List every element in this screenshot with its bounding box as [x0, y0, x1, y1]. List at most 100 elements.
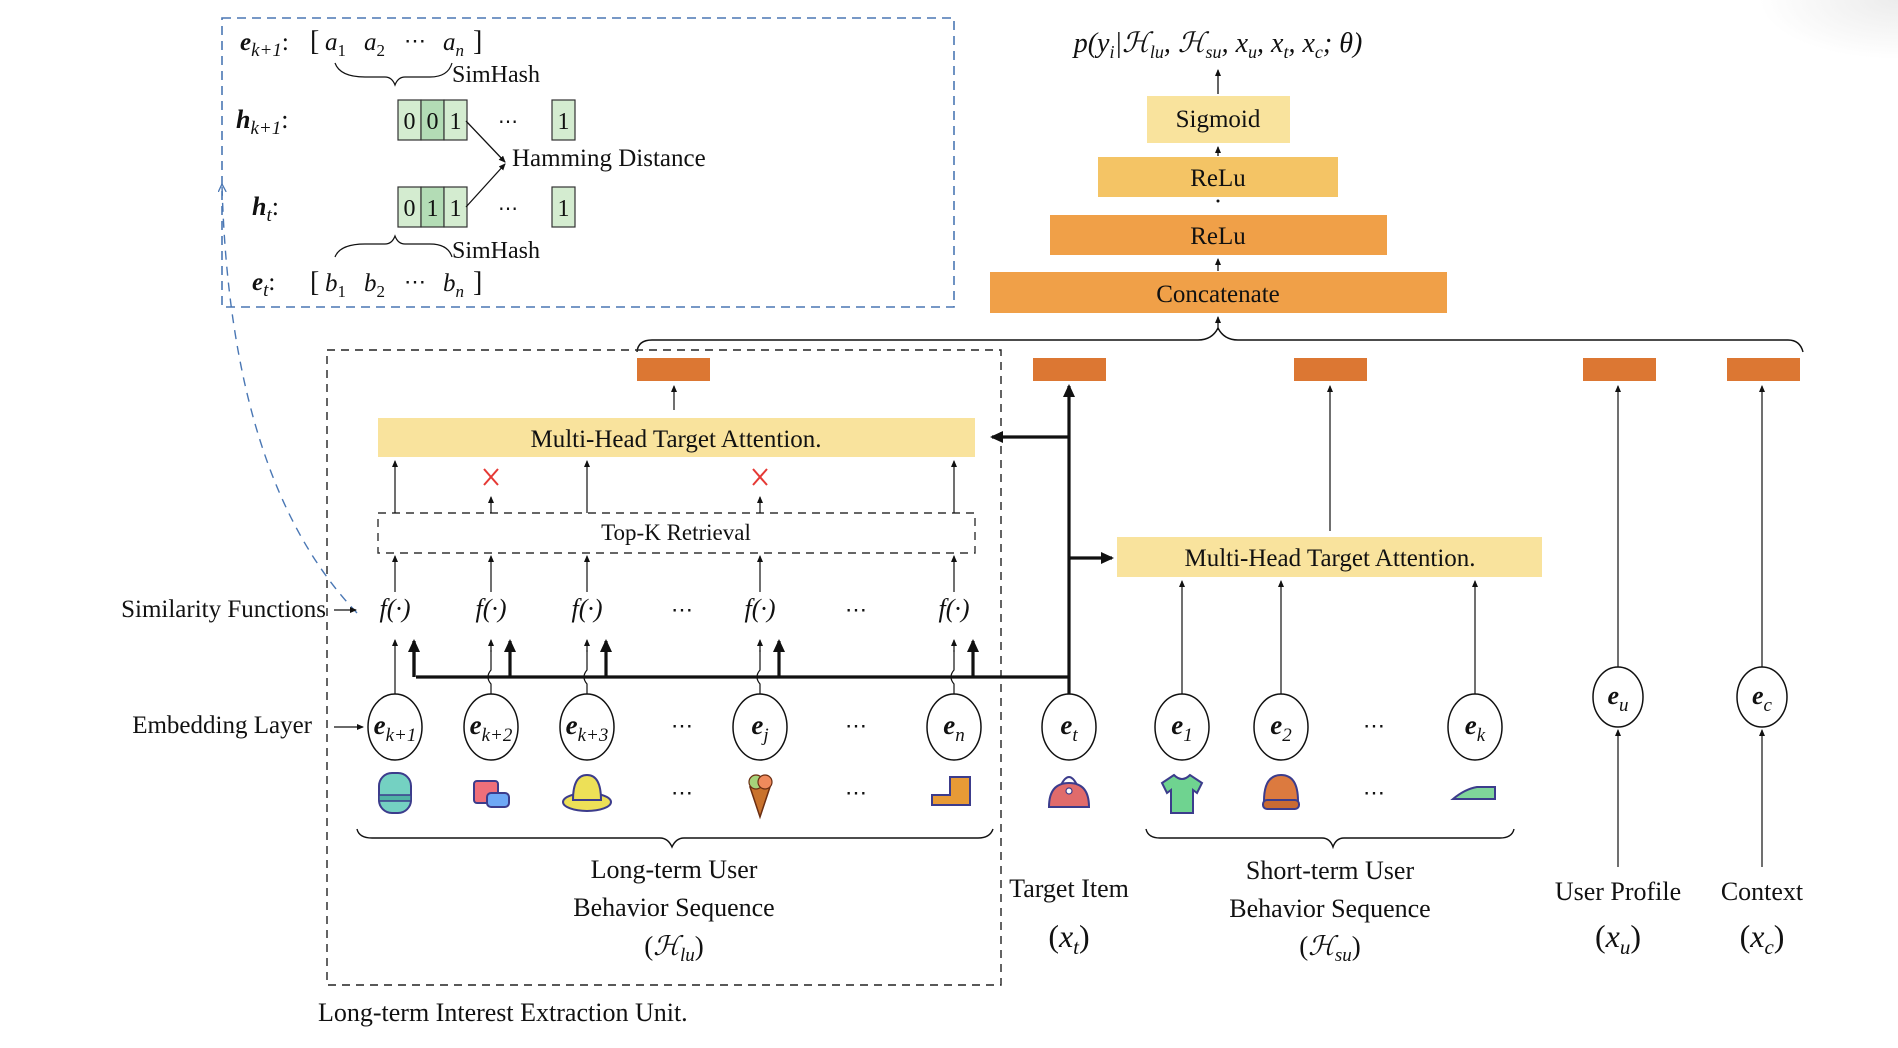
concatenate-label: Concatenate	[1156, 281, 1280, 308]
row-label-h-k1: hk+1:	[236, 105, 288, 139]
short-term-attention-label: Multi-Head Target Attention.	[1184, 545, 1475, 572]
blocked-cross-icon	[752, 468, 768, 486]
hamming-distance-label: Hamming Distance	[512, 145, 706, 172]
hop-connector	[756, 650, 761, 694]
hash-bit-value: 1	[427, 196, 439, 222]
ellipsis: ⋯	[1363, 713, 1385, 738]
vector-a-item-n: an	[443, 29, 464, 60]
embedding-node-label: ek+2	[470, 710, 513, 746]
target-embedding-node	[1041, 693, 1097, 761]
user-profile-embedding-bar	[1583, 358, 1656, 381]
context-embedding-label: ec	[1752, 681, 1773, 716]
sneaker-icon	[1450, 786, 1496, 800]
target-embedding-bar	[1033, 358, 1106, 381]
vector-b-ellipsis: ⋯	[404, 269, 426, 294]
vector-a-item-2: a2	[364, 29, 385, 60]
topk-retrieval-block	[377, 512, 976, 554]
short-term-embedding-label: e2	[1270, 710, 1292, 746]
hash-bit-value: 0	[404, 109, 416, 135]
row-label-h-t: ht:	[252, 192, 279, 226]
hash-link-curve	[222, 185, 358, 614]
similarity-function: f(·)	[571, 594, 602, 623]
hash-bit-value: 0	[404, 196, 416, 222]
similarity-function: f(·)	[379, 594, 410, 623]
hash-bit-value: 1	[450, 109, 462, 135]
boot-icon	[931, 776, 971, 806]
ellipsis: ⋯	[671, 780, 693, 805]
hop-connector	[487, 650, 492, 694]
hash-bit-value: 1	[450, 196, 462, 222]
ellipsis: ⋯	[671, 713, 693, 738]
long-term-columns: f(·)ek+1f(·)ek+2f(·)ek+3f(·)ejf(·)en⋯⋯⋯⋯…	[367, 460, 982, 805]
vector-b-item-n: bn	[443, 270, 464, 301]
short-term-embedding-label: e1	[1171, 710, 1192, 746]
user-profile-embedding-label: eu	[1607, 681, 1628, 716]
long-term-embedding-bar	[637, 358, 710, 381]
long-term-sequence-label-1: Long-term User	[591, 855, 758, 884]
vector-b-item-2: b2	[364, 270, 385, 301]
long-term-unit-border	[326, 349, 1002, 986]
ellipsis: ⋯	[845, 597, 867, 622]
row-label-e-t: et:	[252, 269, 275, 301]
cap-icon	[1262, 773, 1300, 802]
vector-a-item-1: a1	[325, 29, 346, 60]
short-term-embedding-bar	[1294, 358, 1367, 381]
target-item-symbol: (xt)	[1048, 918, 1089, 959]
vector-a: [ a1 a2 ⋯ an ]	[310, 26, 482, 60]
sigmoid-label: Sigmoid	[1176, 106, 1261, 133]
hash-bit-cell	[443, 186, 468, 228]
handbag-icon	[1047, 781, 1091, 808]
short-term-sequence-label-1: Short-term User	[1246, 856, 1415, 885]
backpack-icon	[378, 772, 412, 814]
handbag-icon-handle	[1060, 776, 1078, 786]
context-embedding-bar	[1727, 358, 1800, 381]
embedding-node-label: ej	[751, 710, 768, 746]
similarity-function: f(·)	[475, 594, 506, 623]
context-symbol: (xc)	[1740, 918, 1785, 959]
similarity-function: f(·)	[938, 594, 969, 623]
ellipsis: ⋯	[1363, 780, 1385, 805]
hash-bit-cell	[443, 99, 468, 141]
target-embedding-label: et	[1060, 710, 1078, 746]
hash-bit-cell	[551, 186, 576, 228]
bits-ellipsis: ⋯	[498, 198, 518, 220]
ice-cream-icon-scoop	[757, 774, 773, 790]
hash-bit-value: 0	[427, 109, 439, 135]
hamming-arrow-top	[465, 120, 506, 163]
relu-layer-bottom	[1050, 215, 1387, 255]
relu-connector-dot	[1216, 199, 1220, 203]
backpack-icon-strap	[378, 794, 412, 802]
embedding-output-bars	[637, 358, 1800, 381]
short-term-sequence-label-2: Behavior Sequence	[1229, 894, 1430, 923]
similarity-function: f(·)	[744, 594, 775, 623]
long-term-attention-label: Multi-Head Target Attention.	[530, 426, 821, 453]
short-term-embedding-label: ek	[1465, 710, 1486, 746]
embedding-node-label: ek+1	[374, 710, 417, 746]
hat-icon-crown	[571, 773, 603, 801]
hash-bit-value: 1	[558, 109, 570, 135]
item-icons	[378, 772, 1496, 820]
hash-bit-value: 1	[558, 196, 570, 222]
short-term-attention-block	[1117, 537, 1542, 577]
relu-layer-top	[1098, 157, 1338, 197]
hamming-arrow-bottom	[465, 163, 506, 208]
simhash-label-top: SimHash	[452, 62, 540, 88]
short-term-columns: et e1 e2 ek ⋯ ⋯	[1041, 580, 1503, 805]
sigmoid-layer	[1147, 96, 1290, 143]
hash-bit-cell	[551, 99, 576, 141]
hop-connector	[950, 650, 955, 694]
row-label-e-k1: ek+1:	[240, 29, 289, 61]
target-routing	[416, 384, 1114, 700]
output-probability-formula: p(yi|ℋlu, ℋsu, xu, xt, xc; θ)	[1072, 28, 1363, 62]
ellipsis: ⋯	[671, 597, 693, 622]
embedding-node-label: en	[943, 710, 964, 746]
short-term-sequence-symbol: (ℋsu)	[1299, 931, 1361, 966]
cap-icon-brim	[1262, 799, 1300, 810]
relu-bottom-label: ReLu	[1190, 223, 1246, 250]
concatenate-layer	[990, 272, 1447, 313]
long-term-attention-block	[378, 418, 975, 457]
long-term-sequence-label-2: Behavior Sequence	[573, 893, 774, 922]
user-profile-label: User Profile	[1555, 877, 1681, 906]
